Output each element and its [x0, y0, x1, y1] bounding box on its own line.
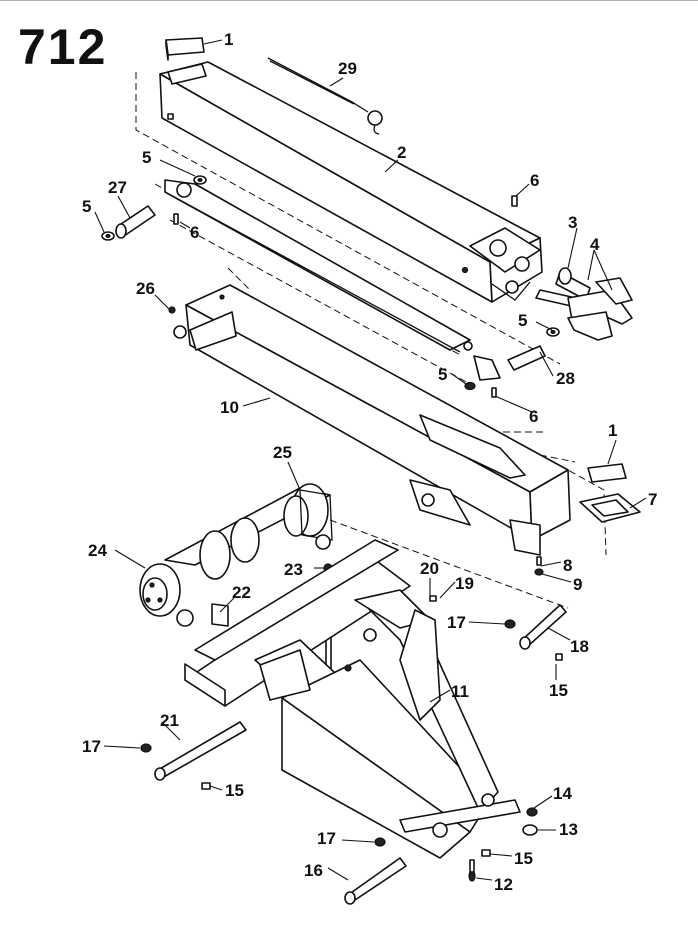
callout-number: 9: [573, 575, 582, 594]
callout-number: 21: [160, 711, 179, 730]
part-pins-and-teeth: [535, 267, 633, 341]
callout-number: 19: [455, 574, 474, 593]
callout-number: 6: [529, 407, 538, 426]
callout-number: 6: [190, 223, 199, 242]
callout-number: 27: [108, 178, 127, 197]
part-pin-left: [101, 175, 207, 241]
callout-number: 3: [568, 213, 577, 232]
callout-number: 15: [225, 781, 244, 800]
callout-number: 1: [608, 421, 617, 440]
part-pad-right: [579, 463, 641, 523]
part-lower-boom: [168, 284, 571, 576]
top-rule: [0, 0, 698, 1]
callout-number: 17: [82, 737, 101, 756]
part-cable: [267, 57, 383, 135]
page-number: 712: [18, 19, 108, 75]
callout-number: 5: [518, 311, 527, 330]
callout-number: 13: [559, 820, 578, 839]
callout-number: 11: [451, 682, 469, 701]
part-hydraulic-cylinder: [164, 179, 560, 398]
callout-number: 6: [530, 171, 539, 190]
callout-number: 10: [220, 398, 239, 417]
callout-number: 15: [514, 849, 533, 868]
callout-number: 22: [232, 583, 251, 602]
callout-number: 4: [590, 235, 600, 254]
callout-number: 16: [304, 861, 323, 880]
callout-number: 29: [338, 59, 357, 78]
callout-number: 1: [224, 30, 233, 49]
callout-number: 23: [284, 560, 303, 579]
callout-number: 18: [570, 637, 589, 656]
callout-number: 24: [88, 541, 107, 560]
callout-number: 5: [82, 197, 91, 216]
callout-number: 14: [553, 784, 572, 803]
callout-number: 7: [648, 490, 657, 509]
part-pad-top: [165, 37, 205, 61]
callout-number: 25: [273, 443, 292, 462]
callout-number: 12: [494, 875, 513, 894]
callout-leader-lines: [94, 39, 647, 881]
callout-number: 2: [397, 143, 406, 162]
callout-number: 5: [438, 365, 447, 384]
part-main-frame: [184, 539, 521, 859]
part-axle-assembly: [139, 483, 333, 627]
part-loose-hardware: [140, 595, 567, 905]
callout-number: 15: [549, 681, 568, 700]
part-upper-boom: [159, 61, 543, 303]
callout-number: 17: [447, 613, 466, 632]
callout-number: 28: [556, 369, 575, 388]
callout-number: 20: [420, 559, 439, 578]
callout-number: 8: [563, 556, 572, 575]
callout-number: 5: [142, 148, 151, 167]
callout-number: 26: [136, 279, 155, 298]
callout-number: 17: [317, 829, 336, 848]
